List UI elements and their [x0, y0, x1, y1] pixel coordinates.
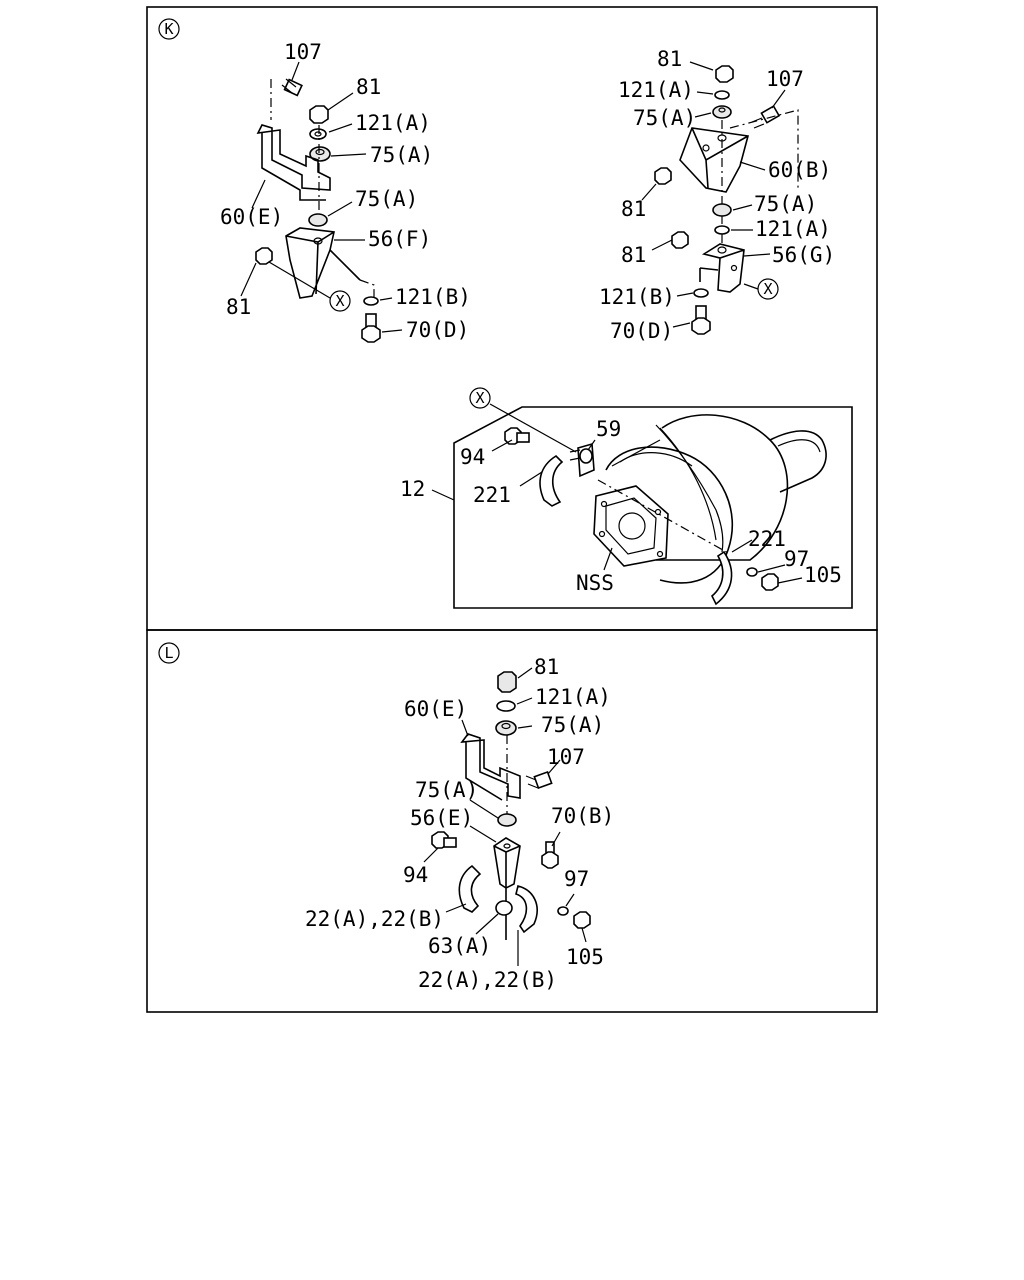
label-k-121a-a: 121(A) [355, 111, 431, 135]
label-l-22a-top: 22(A),22(B) [305, 907, 444, 931]
label-k-56g: 56(G) [772, 243, 835, 267]
label-k-75a-b: 75(A) [355, 187, 418, 211]
bracket-60e-l [460, 733, 521, 801]
label-k-81-a: 81 [356, 75, 381, 99]
clamp-221-left [539, 454, 564, 507]
label-l-94: 94 [403, 863, 428, 887]
label-k-94: 94 [460, 445, 485, 469]
label-k-59: 59 [596, 417, 621, 441]
bolt-107-l [525, 770, 553, 790]
detail-box-muffler: X [431, 387, 853, 609]
callout-x-k-right: X [757, 278, 779, 300]
label-l-121a: 121(A) [535, 685, 611, 709]
svg-text:X: X [763, 280, 772, 298]
bolt-107-k-right [751, 105, 781, 129]
label-l-56e: 56(E) [410, 806, 473, 830]
label-l-70b: 70(B) [551, 804, 614, 828]
callout-x-detail: X [469, 387, 491, 409]
flange-nss [593, 485, 669, 567]
label-k-60e: 60(E) [220, 205, 283, 229]
spacer-63a [495, 900, 513, 916]
label-k-81-d: 81 [621, 197, 646, 221]
label-l-22a-bottom: 22(A),22(B) [418, 968, 557, 992]
mount-56e [493, 837, 521, 940]
callout-x-k-left: X [329, 290, 351, 312]
label-k-70d-b: 70(D) [610, 319, 673, 343]
clamp-22-right [515, 885, 538, 934]
bracket-59 [569, 442, 595, 478]
part-labels: 107 81 121(A) 75(A) 60(E) 75(A) 56(F) 81… [220, 40, 842, 992]
label-k-107-left: 107 [284, 40, 322, 64]
label-k-81-c: 81 [657, 47, 682, 71]
bolt-107-k-left [281, 78, 303, 97]
section-marker-l: L [158, 642, 180, 664]
label-k-121b-a: 121(B) [395, 285, 471, 309]
mount-56g [699, 243, 745, 293]
label-k-97: 97 [784, 547, 809, 571]
mount-56f [285, 227, 361, 299]
label-k-81-e: 81 [621, 243, 646, 267]
label-k-81-b: 81 [226, 295, 251, 319]
svg-text:K: K [164, 20, 173, 38]
bolt-70d-k-right [691, 305, 711, 335]
svg-text:L: L [164, 644, 173, 662]
label-k-221-a: 221 [473, 483, 511, 507]
label-k-121a-c: 121(A) [755, 217, 831, 241]
nut-81-l [497, 671, 517, 693]
label-k-121b-b: 121(B) [599, 285, 675, 309]
label-l-60e: 60(E) [404, 697, 467, 721]
label-l-75a-b: 75(A) [415, 778, 478, 802]
bracket-60b [679, 127, 750, 193]
bracket-60e-k [256, 124, 331, 201]
label-k-56f: 56(F) [368, 227, 431, 251]
label-k-nss: NSS [576, 571, 614, 595]
svg-text:X: X [475, 389, 484, 407]
svg-text:X: X [335, 292, 344, 310]
label-l-97: 97 [564, 867, 589, 891]
label-k-121a-b: 121(A) [618, 78, 694, 102]
bolt-94-detail [504, 427, 530, 445]
label-k-70d-a: 70(D) [406, 318, 469, 342]
label-l-107: 107 [547, 745, 585, 769]
bolt-94-l [431, 831, 457, 849]
label-l-105: 105 [566, 945, 604, 969]
label-k-105: 105 [804, 563, 842, 587]
label-l-81: 81 [534, 655, 559, 679]
assembly-k-left: X [240, 61, 403, 343]
clamp-22-left [458, 864, 482, 913]
frame-section-l [146, 629, 878, 1013]
label-k-12: 12 [400, 477, 425, 501]
label-k-75a-d: 75(A) [754, 192, 817, 216]
label-k-107-right: 107 [766, 67, 804, 91]
muffler [605, 414, 827, 584]
assembly-l [423, 667, 591, 966]
label-k-60b: 60(B) [768, 158, 831, 182]
assembly-k-right: X [641, 61, 799, 335]
bolt-70b [541, 841, 559, 869]
label-k-221-b: 221 [748, 527, 786, 551]
label-k-75a-c: 75(A) [633, 106, 696, 130]
section-marker-k: K [158, 18, 180, 40]
label-k-75a-a: 75(A) [370, 143, 433, 167]
clamp-221-right [711, 550, 733, 606]
label-l-75a-a: 75(A) [541, 713, 604, 737]
bolt-70d-k-left [361, 313, 381, 343]
label-l-63a: 63(A) [428, 934, 491, 958]
